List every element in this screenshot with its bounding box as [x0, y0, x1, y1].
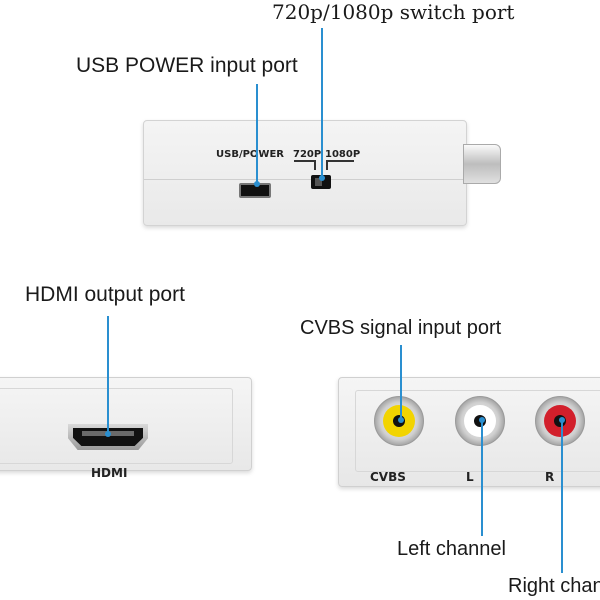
left-channel-callout: Left channel: [397, 538, 506, 560]
switch-leader-dot: [319, 175, 325, 181]
right-channel-callout: Right channel: [508, 575, 600, 597]
left-label: L: [466, 470, 474, 484]
switch-port-callout: 720p/1080p switch port: [272, 0, 515, 24]
right-leader-line: [561, 421, 563, 573]
switch-bracket-right: [326, 160, 354, 170]
hdmi-port-callout: HDMI output port: [25, 283, 185, 306]
label-720p: 720P: [293, 149, 322, 160]
label-1080p: 1080P: [325, 149, 361, 160]
cvbs-leader-dot: [398, 417, 404, 423]
cvbs-port-callout: CVBS signal input port: [300, 317, 502, 339]
left-leader-line: [481, 421, 483, 536]
usb-leader-dot: [254, 181, 260, 187]
right-label: R: [545, 470, 555, 484]
converter-top-view: USB/POWER 720P 1080P: [143, 120, 467, 226]
left-leader-dot: [479, 417, 485, 423]
hdmi-leader-line: [107, 316, 109, 434]
case-seam: [144, 179, 466, 180]
switch-knob: [315, 178, 322, 186]
right-leader-dot: [559, 417, 565, 423]
switch-leader-line: [321, 28, 323, 178]
rca-jack-side-icon: [463, 144, 501, 184]
usb-power-label: USB/POWER: [216, 149, 284, 160]
usb-port-callout: USB POWER input port: [76, 54, 298, 77]
hdmi-leader-dot: [105, 431, 111, 437]
hdmi-label: HDMI: [91, 466, 128, 480]
hdmi-panel: [0, 388, 233, 464]
usb-leader-line: [256, 84, 258, 184]
cvbs-label: CVBS: [370, 470, 406, 484]
av-panel: [355, 390, 600, 472]
switch-bracket-left: [294, 160, 316, 170]
cvbs-rca-jack-icon: [374, 396, 424, 446]
cvbs-leader-line: [400, 345, 402, 421]
